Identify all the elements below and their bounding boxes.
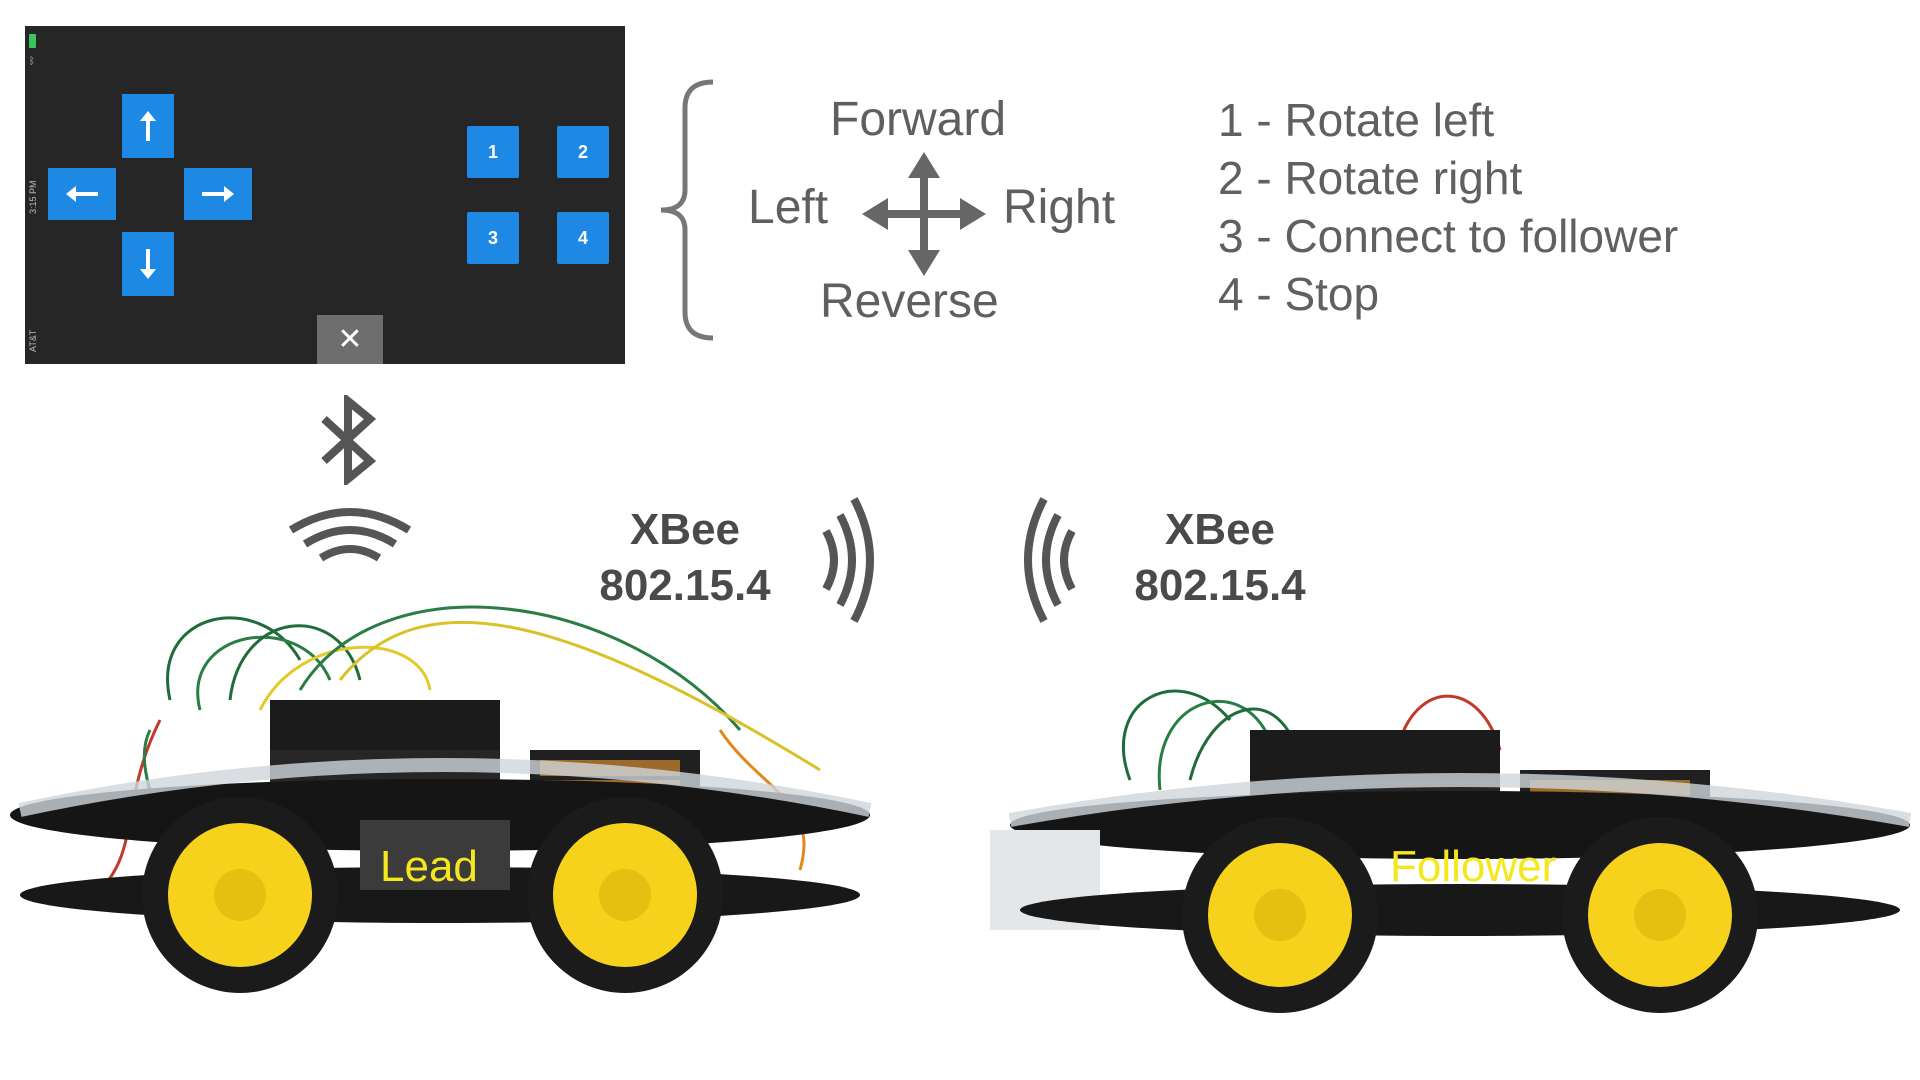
xbee-follower-name: XBee xyxy=(1164,505,1276,554)
follower-wheel-front xyxy=(1562,817,1758,1013)
lead-car-label: Lead xyxy=(380,842,478,891)
phone-screenshot: ᛒ 3:15 PM AT&T 1 2 3 4 ✕ xyxy=(25,26,625,364)
status-carrier: AT&T xyxy=(28,329,38,352)
follower-wheel-rear xyxy=(1182,817,1378,1013)
lead-car-photo xyxy=(10,605,872,993)
close-button[interactable]: ✕ xyxy=(317,315,383,364)
arrow-up-icon xyxy=(140,111,156,141)
radio-waves-right-icon xyxy=(822,497,874,623)
left-button[interactable] xyxy=(48,168,116,220)
curly-brace xyxy=(660,79,714,341)
xbee-lead-protocol: 802.15.4 xyxy=(599,561,771,610)
follower-car-label: Follower xyxy=(1390,842,1557,891)
xbee-follower-label: XBee 802.15.4 xyxy=(1110,502,1330,614)
lead-wheel-front xyxy=(527,797,723,993)
button-3[interactable]: 3 xyxy=(467,212,519,264)
legend-item-3: 3 - Connect to follower xyxy=(1218,210,1679,262)
xbee-lead-name: XBee xyxy=(629,505,741,554)
bluetooth-status-icon: ᛒ xyxy=(29,56,35,67)
arrow-right-icon xyxy=(202,186,234,202)
radio-waves-left-icon xyxy=(1024,497,1076,623)
follower-car-photo xyxy=(990,689,1912,1013)
label-forward: Forward xyxy=(830,93,1007,146)
xbee-lead-label: XBee 802.15.4 xyxy=(575,502,795,614)
bluetooth-waves-icon xyxy=(288,508,412,562)
legend-item-2: 2 - Rotate right xyxy=(1218,152,1523,204)
button-1[interactable]: 1 xyxy=(467,126,519,178)
legend-item-1: 1 - Rotate left xyxy=(1218,94,1495,146)
phone-status-bar: ᛒ 3:15 PM AT&T xyxy=(25,26,41,364)
right-button[interactable] xyxy=(184,168,252,220)
label-left: Left xyxy=(748,181,829,234)
bluetooth-icon xyxy=(321,395,377,485)
button-2[interactable]: 2 xyxy=(557,126,609,178)
label-right: Right xyxy=(1003,181,1116,234)
arrow-down-icon xyxy=(140,249,156,279)
arrow-left-icon xyxy=(66,186,98,202)
forward-button[interactable] xyxy=(122,94,174,158)
reverse-button[interactable] xyxy=(122,232,174,296)
status-time: 3:15 PM xyxy=(28,180,38,214)
legend-item-4: 4 - Stop xyxy=(1218,268,1380,320)
move-arrows-icon xyxy=(862,152,986,276)
button-4[interactable]: 4 xyxy=(557,212,609,264)
xbee-follower-protocol: 802.15.4 xyxy=(1134,561,1306,610)
label-reverse: Reverse xyxy=(820,275,999,328)
battery-icon xyxy=(29,34,36,48)
lead-wheel-rear xyxy=(142,797,338,993)
